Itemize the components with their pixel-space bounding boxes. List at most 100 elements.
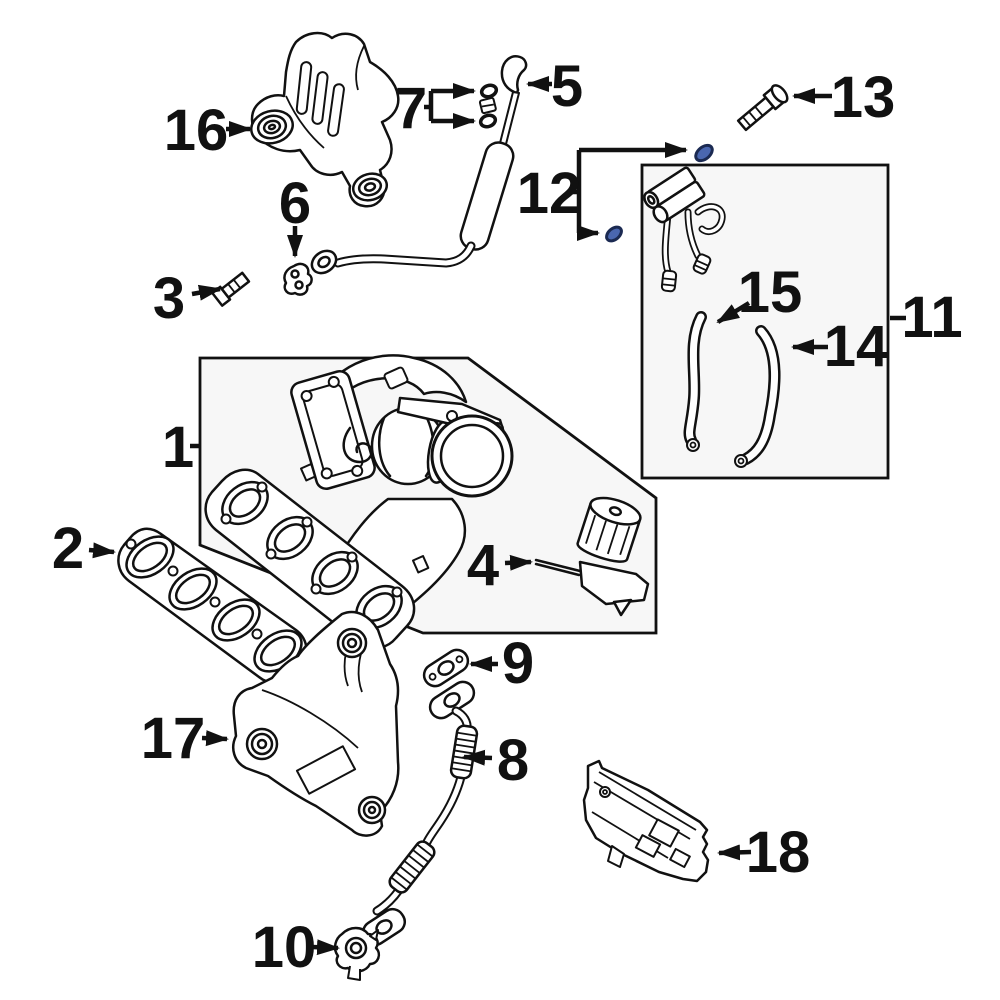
leader-18 (717, 844, 752, 861)
callout-18[interactable]: 18 (746, 820, 811, 885)
thread-line (233, 279, 241, 289)
callout-2[interactable]: 2 (52, 516, 84, 581)
part-17-lower-heat-shield[interactable] (232, 610, 400, 837)
callout-10[interactable]: 10 (252, 915, 317, 980)
callout-9[interactable]: 9 (502, 631, 534, 696)
part-4-wastegate-actuator[interactable] (534, 493, 650, 617)
hose-end (686, 438, 700, 452)
braided-section (388, 840, 436, 894)
hook-branch-core (696, 204, 724, 234)
crease-line (598, 771, 697, 831)
clip-hole (290, 269, 300, 279)
thread-line (754, 105, 764, 117)
leader-10 (311, 939, 340, 956)
pipe-fitting-block (643, 166, 706, 224)
mount-grommet (357, 795, 387, 825)
rib-slot (295, 61, 313, 115)
part-9-oil-line-gaskets[interactable] (420, 646, 478, 723)
callout-11[interactable]: 11 (901, 285, 962, 350)
gasket (422, 648, 470, 688)
callout-7[interactable]: 7 (395, 76, 427, 141)
part-16-upper-heat-shield[interactable] (248, 31, 400, 208)
leader-2 (88, 542, 116, 559)
part-18-heat-shield-panel[interactable] (582, 759, 710, 883)
part-13-bolt[interactable] (736, 83, 791, 133)
leader-17 (201, 730, 229, 747)
part-6-harness-clip[interactable] (283, 262, 313, 296)
part-7-seal-rings[interactable] (478, 83, 499, 129)
leader-7-bracket (424, 91, 434, 121)
compressor-inlet-bore (439, 423, 505, 489)
contour-line (355, 45, 365, 91)
coolant-tube-core (686, 210, 700, 258)
seal-ring (478, 113, 498, 129)
gasket-port-bore (259, 635, 297, 667)
gasket-hole (209, 596, 221, 608)
part-15-coolant-hose[interactable] (683, 311, 707, 452)
callout-3[interactable]: 3 (153, 266, 185, 331)
clamp-hole (349, 941, 363, 955)
gasket-port (168, 567, 218, 611)
leader-8 (462, 749, 493, 766)
callout-5[interactable]: 5 (551, 54, 583, 119)
clamp-ring (344, 936, 368, 960)
inlet-flange (290, 369, 376, 491)
wastegate-arm (342, 426, 373, 464)
actuator-canister (576, 496, 642, 563)
actuator-rod (534, 558, 582, 573)
clamp-tab (369, 929, 379, 941)
hose-end-hole (737, 457, 745, 465)
clip-hole (294, 280, 304, 290)
clamp-tab (347, 965, 361, 981)
gasket-port-bore (174, 573, 212, 605)
mount-bushing (250, 109, 294, 145)
hose-core (686, 313, 705, 444)
panel-hole (599, 786, 611, 798)
part-11-coolant-pipe-assembly[interactable] (642, 166, 726, 293)
hose-end-hole (689, 441, 697, 449)
part-10-clamp[interactable] (333, 926, 381, 981)
callout-8[interactable]: 8 (497, 728, 529, 793)
stud (411, 555, 430, 574)
seal-ring (479, 83, 499, 99)
callout-14[interactable]: 14 (824, 314, 889, 379)
tube-end-eyelet (310, 249, 338, 275)
part-14-coolant-hose[interactable] (734, 325, 781, 468)
hose-core (742, 327, 778, 463)
actuator-base (578, 560, 650, 606)
callout-16[interactable]: 16 (164, 98, 229, 163)
turbocharger (290, 354, 514, 498)
mount-grommet (245, 727, 279, 761)
leader-3 (191, 284, 222, 301)
exhaust-ports (220, 480, 403, 630)
callout-15[interactable]: 15 (738, 260, 803, 325)
shield-outline (232, 610, 400, 837)
panel-hole-bore (602, 789, 608, 795)
tube-fitting (478, 96, 497, 115)
mount-bushing (351, 172, 389, 202)
callout-leaders (88, 76, 906, 956)
callout-6[interactable]: 6 (279, 171, 311, 236)
callout-13[interactable]: 13 (831, 65, 896, 130)
top-port (383, 366, 409, 390)
line-mid-core (424, 774, 464, 845)
gasket-hole (167, 565, 179, 577)
part-5-oil-gauge-tube[interactable] (308, 55, 528, 277)
callout-17[interactable]: 17 (141, 706, 206, 771)
part-12-o-rings[interactable] (604, 142, 715, 243)
leader-12-bracket (571, 150, 582, 233)
o-ring-seal (694, 143, 714, 163)
callout-1[interactable]: 1 (162, 415, 194, 480)
tube-handle-hook (500, 55, 528, 95)
callout-12[interactable]: 12 (517, 161, 582, 226)
tube-tip (692, 253, 712, 275)
leader-4 (504, 554, 533, 571)
part-1-turbo-exhaust-manifold[interactable] (204, 354, 514, 650)
shield-outline (250, 31, 400, 208)
callout-4[interactable]: 4 (467, 533, 499, 598)
panel-cutout (669, 847, 691, 869)
part-2-manifold-gasket[interactable] (117, 527, 309, 684)
leader-15 (716, 301, 751, 324)
